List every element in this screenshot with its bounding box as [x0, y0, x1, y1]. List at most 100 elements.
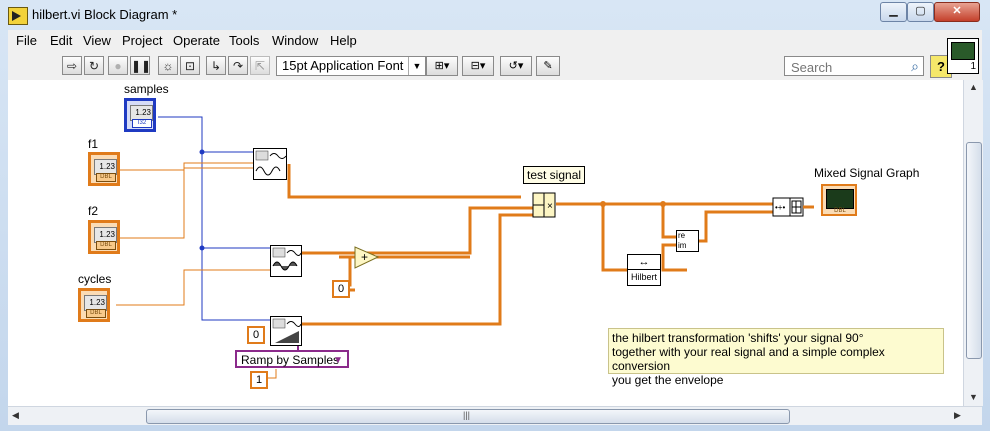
cycles-label: cycles — [78, 272, 112, 286]
align-icon[interactable]: ⊞▾ — [426, 56, 458, 76]
clean-up-icon[interactable]: ✎ — [536, 56, 560, 76]
sine-wave-icon — [255, 150, 287, 176]
horizontal-scrollbar[interactable]: ◀ ||| ▶ — [8, 406, 982, 425]
samples-wire-junction-1 — [199, 149, 205, 155]
chevron-down-icon: ▼ — [408, 57, 425, 75]
cycles-control[interactable]: 1.23 DBL — [78, 288, 110, 322]
search-input[interactable] — [789, 58, 903, 76]
vertical-scroll-thumb[interactable] — [966, 142, 982, 359]
sine-wave-icon — [272, 247, 302, 271]
menu-tools[interactable]: Tools — [229, 33, 260, 48]
step-out-icon[interactable]: ⇱ — [250, 56, 270, 75]
f2-value: 1.23 — [94, 227, 117, 243]
f2-representation: DBL — [96, 241, 116, 250]
toolbar: ⇨ ↻ ● ❚❚ ☼ ⊡ ↳ ↷ ⇱ 15pt Application Font… — [8, 52, 982, 81]
window-title: hilbert.vi Block Diagram * — [32, 7, 178, 22]
comment-line-1: the hilbert transformation 'shifts' your… — [612, 331, 864, 345]
reorder-icon[interactable]: ↺▾ — [500, 56, 532, 76]
samples-control[interactable]: 1.23 I32 — [124, 98, 156, 132]
step-into-icon[interactable]: ↳ — [206, 56, 226, 75]
mixed-signal-graph-label: Mixed Signal Graph — [814, 166, 920, 180]
scroll-grip-icon: ||| — [463, 410, 471, 420]
f1-representation: DBL — [96, 173, 116, 182]
cycles-representation: DBL — [86, 309, 106, 318]
menu-project[interactable]: Project — [122, 33, 163, 48]
signal-wires — [287, 164, 773, 326]
samples-representation: I32 — [132, 119, 152, 128]
block-diagram-canvas[interactable]: + × •+• samples 1.23 I32 f1 1.23 DBL — [8, 80, 963, 406]
comment-line-3: you get the envelope — [612, 373, 724, 387]
graph-icon — [826, 189, 854, 209]
scroll-left-icon[interactable]: ◀ — [12, 410, 19, 420]
sine-pattern-vi-2[interactable] — [270, 245, 302, 277]
run-continuously-icon[interactable]: ↻ — [84, 56, 104, 75]
pause-icon[interactable]: ❚❚ — [130, 56, 151, 75]
sine-pattern-vi-1[interactable] — [253, 148, 287, 180]
samples-wire — [158, 116, 272, 321]
f2-label: f2 — [88, 204, 99, 218]
constant-one[interactable]: 1 — [250, 371, 268, 389]
search-icon[interactable]: ⌕ — [911, 58, 919, 74]
scroll-down-icon[interactable]: ▼ — [969, 392, 978, 402]
horizontal-scroll-thumb[interactable]: ||| — [146, 409, 790, 424]
labview-app-icon — [8, 7, 28, 25]
constant-zero-2[interactable]: 0 — [247, 326, 265, 344]
close-button[interactable]: ✕ — [934, 2, 980, 22]
test-signal-label: test signal — [523, 166, 586, 184]
vi-icon-screen — [951, 42, 975, 60]
menu-file[interactable]: File — [16, 33, 37, 48]
svg-text:×: × — [547, 201, 553, 212]
comment-line-2: together with your real signal and a sim… — [612, 345, 885, 373]
svg-text:•+•: •+• — [775, 203, 785, 212]
samples-label: samples — [124, 82, 169, 96]
ramp-type-ring[interactable]: Ramp by Samples ▼ — [235, 350, 349, 368]
im-terminal: im — [678, 241, 687, 250]
abort-icon[interactable]: ● — [108, 56, 128, 75]
chevron-down-icon: ▼ — [333, 355, 343, 366]
step-over-icon[interactable]: ↷ — [228, 56, 248, 75]
ramp-icon — [272, 318, 302, 343]
menu-help[interactable]: Help — [330, 33, 357, 48]
constant-zero-1[interactable]: 0 — [332, 280, 350, 298]
wires-layer: + × •+• — [116, 116, 814, 379]
multiply-node-symbol: + — [361, 250, 368, 264]
menu-window[interactable]: Window — [272, 33, 319, 48]
multiply-node — [354, 246, 380, 269]
menu-edit[interactable]: Edit — [50, 33, 73, 48]
scroll-up-icon[interactable]: ▲ — [969, 82, 978, 92]
hilbert-vi-label: Hilbert — [628, 269, 660, 285]
signal-junction-2 — [660, 201, 666, 207]
maximize-button[interactable]: ▢ — [907, 2, 934, 22]
signal-junction-1 — [600, 201, 606, 207]
distribute-icon[interactable]: ⊟▾ — [462, 56, 494, 76]
re-im-to-complex-node[interactable]: re im — [676, 230, 699, 252]
re-terminal: re — [678, 231, 686, 240]
ramp-pattern-vi[interactable] — [270, 316, 302, 346]
ramp-type-ring-value: Ramp by Samples — [241, 353, 340, 367]
scroll-right-icon[interactable]: ▶ — [954, 410, 961, 420]
f1-control[interactable]: 1.23 DBL — [88, 152, 120, 186]
connector-pane-number: 1 — [970, 61, 976, 72]
minimize-button[interactable]: ▁ — [880, 2, 907, 22]
diagram-comment[interactable]: the hilbert transformation 'shifts' your… — [608, 328, 944, 387]
font-selector[interactable]: 15pt Application Font ▼ — [276, 56, 426, 76]
menu-operate[interactable]: Operate — [173, 33, 220, 48]
f1-label: f1 — [88, 137, 99, 151]
highlight-execution-icon[interactable]: ☼ — [158, 56, 178, 75]
samples-wire-junction-2 — [199, 245, 205, 251]
connector-pane-icon[interactable]: 1 — [947, 38, 979, 74]
f2-control[interactable]: 1.23 DBL — [88, 220, 120, 254]
control-wires — [116, 162, 270, 306]
retain-wire-values-icon[interactable]: ⊡ — [180, 56, 200, 75]
menu-bar: File Edit View Project Operate Tools Win… — [8, 30, 982, 53]
graph-representation: DBL — [834, 208, 846, 214]
menu-view[interactable]: View — [83, 33, 111, 48]
mixed-signal-graph-indicator[interactable]: DBL — [821, 184, 857, 216]
title-bar: hilbert.vi Block Diagram * ▁ ▢ ✕ — [0, 0, 990, 30]
hilbert-transform-vi[interactable]: ↔ Hilbert — [627, 254, 661, 286]
vertical-scrollbar[interactable]: ▲ ▼ — [963, 80, 983, 406]
run-arrow-icon[interactable]: ⇨ — [62, 56, 82, 75]
font-selector-value: 15pt Application Font — [282, 58, 404, 73]
search-box[interactable]: ⌕ — [784, 56, 924, 76]
